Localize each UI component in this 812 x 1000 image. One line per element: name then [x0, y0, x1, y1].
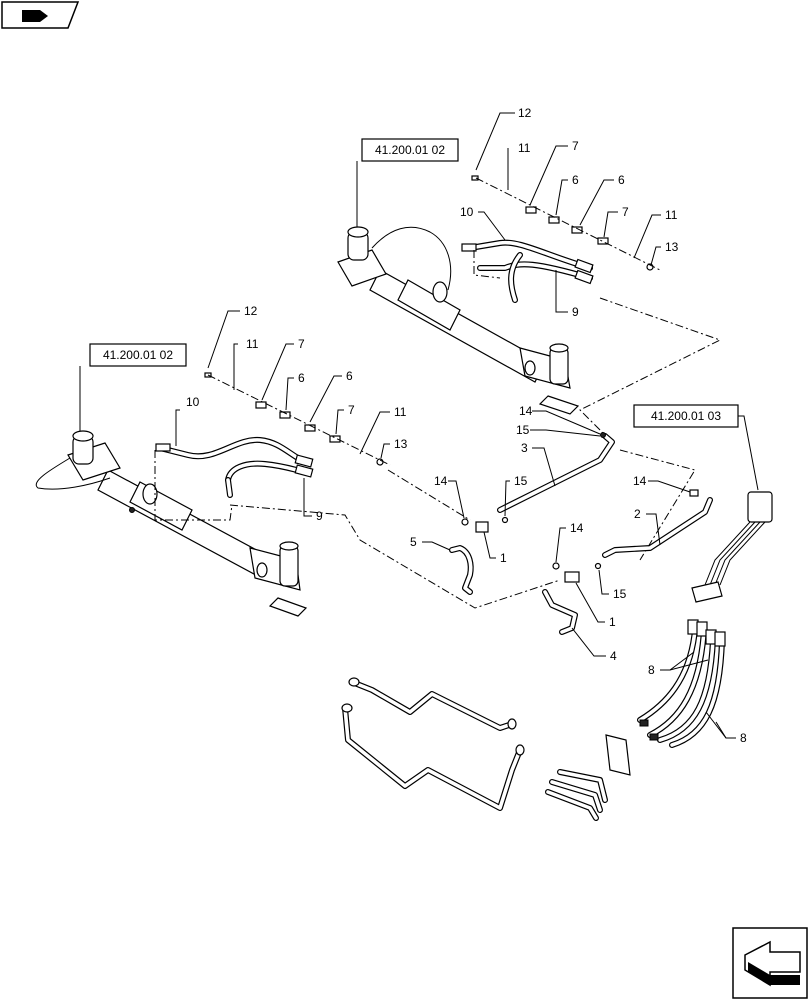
callout-10: 10 [186, 395, 200, 409]
callout-9: 9 [316, 509, 323, 523]
callout-15: 15 [613, 587, 627, 601]
callout-14: 14 [519, 404, 533, 418]
callout-15: 15 [514, 474, 528, 488]
tube-3 [497, 432, 615, 513]
return-tube-assembly [341, 677, 525, 811]
callout-12: 12 [518, 106, 532, 120]
callout-6: 6 [346, 369, 353, 383]
upper-callouts: 12 11 7 6 6 10 7 11 13 9 [460, 106, 679, 319]
callout-11: 11 [246, 337, 259, 351]
callout-7: 7 [622, 205, 629, 219]
svg-text:41.200.01 02: 41.200.01 02 [103, 348, 173, 362]
callout-12: 12 [244, 304, 258, 318]
hose-bundle-callouts: 8 8 [648, 651, 747, 745]
center-callouts: 14 15 3 14 15 5 1 14 2 14 15 1 4 [410, 404, 691, 663]
tube-4 [542, 589, 578, 635]
callout-3: 3 [521, 441, 528, 455]
lower-pressure-line [35, 457, 111, 490]
callout-13: 13 [394, 437, 408, 451]
callout-1: 1 [500, 551, 507, 565]
ref-box-left-cylinder[interactable]: 41.200.01 02 [89, 343, 187, 367]
callout-14: 14 [570, 521, 584, 535]
svg-text:41.200.01 03: 41.200.01 03 [651, 409, 721, 423]
callout-11: 11 [518, 141, 531, 155]
lower-lift-cylinder [67, 430, 308, 617]
callout-6: 6 [572, 173, 579, 187]
lower-hoses [155, 436, 314, 498]
callout-13: 13 [665, 240, 679, 254]
hose-bundle-8 [545, 491, 773, 821]
callout-15: 15 [516, 423, 530, 437]
callout-14: 14 [633, 474, 647, 488]
callout-5: 5 [410, 535, 417, 549]
upper-hoses [461, 239, 594, 303]
callout-2: 2 [634, 507, 641, 521]
callout-8: 8 [740, 731, 747, 745]
callout-7: 7 [572, 139, 579, 153]
callout-11: 11 [665, 208, 678, 222]
ref-box-right-cylinder[interactable]: 41.200.01 02 [361, 138, 459, 162]
tube-2 [602, 489, 713, 558]
tee-fittings [461, 516, 602, 583]
lower-clamps [204, 372, 391, 466]
callout-9: 9 [572, 305, 579, 319]
svg-text:41.200.01 02: 41.200.01 02 [375, 143, 445, 157]
lower-callouts: 12 11 7 6 6 10 7 11 13 9 [175, 304, 408, 523]
next-page-arrow-icon[interactable] [732, 927, 808, 999]
callout-1: 1 [609, 615, 616, 629]
page-navigation-icon[interactable] [1, 1, 80, 29]
upper-lift-cylinder [337, 226, 580, 415]
upper-clamps [471, 175, 661, 271]
callout-4: 4 [610, 649, 617, 663]
callout-11: 11 [394, 405, 407, 419]
callout-8: 8 [648, 663, 655, 677]
callout-6: 6 [298, 371, 305, 385]
ref-box-valve-harness[interactable]: 41.200.01 03 [633, 404, 739, 428]
upper-pressure-line [371, 226, 452, 291]
callout-7: 7 [298, 337, 305, 351]
callout-14: 14 [434, 474, 448, 488]
tube-5 [449, 545, 474, 595]
callout-6: 6 [618, 173, 625, 187]
callout-7: 7 [348, 403, 355, 417]
callout-10: 10 [460, 205, 474, 219]
